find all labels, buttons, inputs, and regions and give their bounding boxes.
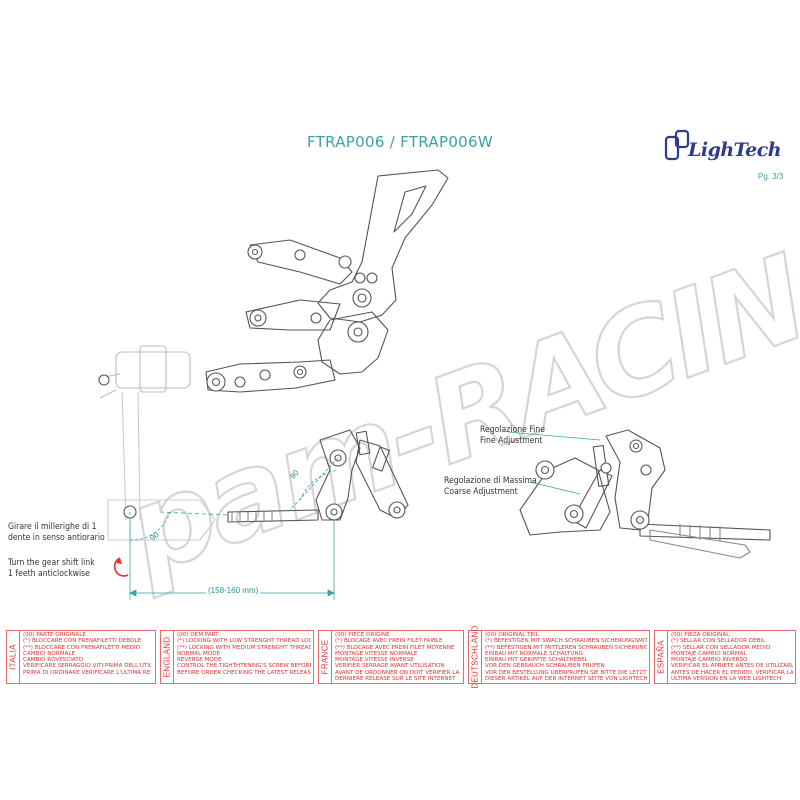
length-label: (158-160 mm) bbox=[206, 586, 261, 595]
angle-arc-upper bbox=[289, 457, 339, 511]
legend-country-label: ESPAÑA bbox=[656, 640, 666, 674]
legend-espana: ESPAÑA (00) PIEZA ORIGINAL(*) SELLAR CON… bbox=[654, 630, 796, 684]
legend-country-label: DEUTSCHLAND bbox=[470, 625, 480, 689]
legend-england: ENGLAND (00) OEM PART(*) LOCKING WITH LO… bbox=[160, 630, 314, 684]
upper-arm bbox=[249, 239, 353, 285]
bracket-slot bbox=[393, 185, 427, 233]
svg-text:pam-RACING: pam-RACING bbox=[107, 197, 800, 601]
rotation-arrow-icon bbox=[113, 557, 129, 577]
upper-bracket-plate bbox=[317, 169, 449, 323]
legend-deutschland: DEUTSCHLAND (00) ORIGINAL TEIL(*) BEFEST… bbox=[468, 625, 650, 689]
watermark: pam-RACING bbox=[106, 196, 800, 602]
shifter-body bbox=[115, 351, 191, 389]
lower-body bbox=[317, 311, 389, 375]
legend-italia: ITALIA (00) PARTE ORIGINALE(*) BLOCCARE … bbox=[6, 630, 156, 684]
legend-country-label: FRANCE bbox=[320, 639, 330, 675]
footpeg-arm bbox=[205, 359, 336, 393]
lightech-logo-text: LighTech bbox=[688, 139, 782, 161]
legend-country-label: ITALIA bbox=[8, 644, 18, 670]
legend-country-label: ENGLAND bbox=[162, 636, 172, 678]
legend-france: FRANCE (00) PIECE ORIGINE(*) BLOCAGE AVE… bbox=[318, 630, 464, 684]
mid-arm bbox=[245, 299, 341, 331]
right-rod bbox=[571, 469, 613, 529]
right-bracket bbox=[519, 457, 611, 536]
angle-arc-lower bbox=[129, 511, 171, 541]
left-link-bracket bbox=[315, 429, 361, 521]
lightech-logo-icon bbox=[664, 129, 690, 161]
page-number: Pg. 3/3 bbox=[758, 172, 784, 181]
drawing-title: FTRAP006 / FTRAP006W bbox=[307, 133, 493, 151]
